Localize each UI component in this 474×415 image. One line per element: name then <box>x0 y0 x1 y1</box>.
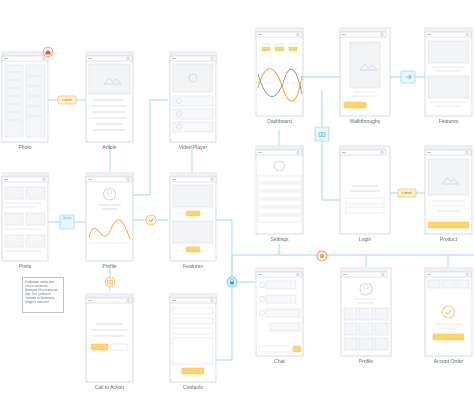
go-to-badge-box[interactable] <box>59 214 75 230</box>
screen-accept-order[interactable] <box>424 267 473 357</box>
screen-label-settings: Settings <box>270 237 289 243</box>
screen-call-to-action[interactable] <box>85 293 134 383</box>
screen-article[interactable] <box>85 51 134 143</box>
screen-product[interactable] <box>424 145 473 235</box>
camera-icon[interactable] <box>314 126 330 142</box>
screen-walkthroughs[interactable] <box>339 27 391 117</box>
screen-features-mid[interactable] <box>169 172 217 262</box>
screen-label-video-player: Video Player <box>178 145 208 151</box>
screen-label-walkthroughs: Walkthroughs <box>349 119 381 125</box>
screen-label-contacts: Contacts <box>183 385 203 391</box>
connector-features-contacts <box>216 219 233 361</box>
screen-label-profile-bottom: Profile <box>358 359 374 365</box>
screen-label-posts: Posts <box>18 264 32 270</box>
go-to-badge: Go to <box>62 216 72 220</box>
screen-label-login: Login <box>358 237 372 243</box>
screen-contacts[interactable] <box>169 293 217 383</box>
connectors <box>48 76 474 361</box>
screen-profile-bottom[interactable] <box>340 267 392 357</box>
lock-icon[interactable] <box>226 276 238 288</box>
screen-video-player[interactable] <box>169 51 217 143</box>
connector-profile-video <box>133 99 168 196</box>
screen-features-top[interactable] <box>424 27 473 117</box>
screen-label-features-top: Features <box>438 119 459 125</box>
screen-profile-left[interactable] <box>85 172 134 262</box>
label-badge-right: Label <box>402 190 412 195</box>
annotation-note: Endimiam dears con of con consents. Beca… <box>22 277 64 313</box>
connector-dashboard-login <box>321 90 340 201</box>
screen-settings[interactable] <box>255 145 304 235</box>
home-icon[interactable] <box>42 46 54 58</box>
screen-dashboard[interactable] <box>255 27 304 117</box>
screen-login[interactable] <box>339 145 391 235</box>
screen-label-features-mid: Features <box>183 264 203 270</box>
connector-to-right <box>231 254 474 282</box>
screen-label-call-to-action: Call to Action <box>94 385 125 391</box>
screen-chat[interactable] <box>255 267 304 357</box>
screen-label-dashboard: Dashboard <box>267 119 292 125</box>
screen-label-profile-left: Profile <box>102 264 117 270</box>
screen-label-photo: Photo <box>18 145 32 151</box>
label-badge-left: Label <box>62 97 72 102</box>
screen-photo[interactable] <box>1 51 49 143</box>
screen-label-article: Article <box>102 145 117 151</box>
flag-icon[interactable] <box>316 250 328 262</box>
check-icon[interactable] <box>145 214 157 226</box>
screen-posts[interactable] <box>1 172 49 262</box>
screen-label-accept-order: Accept Order <box>433 359 464 365</box>
screen-label-product: Product <box>439 237 458 243</box>
screen-label-chat: Chat <box>274 359 285 365</box>
screen-icon[interactable] <box>400 70 416 84</box>
camera-icon[interactable] <box>104 276 116 288</box>
